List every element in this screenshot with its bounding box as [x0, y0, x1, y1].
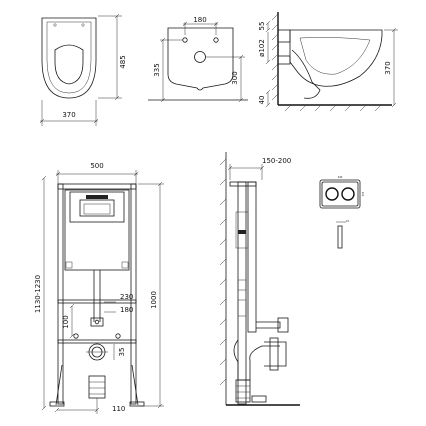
button-width-label: 240: [338, 176, 343, 179]
frame-height-range-label: 1130-1230: [34, 275, 42, 313]
drain-offset-label: 35: [118, 348, 126, 357]
frame-width-label: 500: [90, 162, 103, 170]
drain-pitch-label: 230: [120, 293, 133, 301]
button-height-label: 155: [362, 191, 365, 196]
button-depth-label: 15: [346, 220, 350, 223]
bolt-height-label: 335: [153, 63, 161, 76]
foot-offset-label: 110: [112, 405, 125, 413]
outlet-height-dim-label: 100: [62, 315, 70, 328]
bowl-width-label: 370: [62, 111, 75, 119]
hole-spacing-label: 180: [193, 16, 206, 24]
floor-gap-label: 40: [258, 96, 266, 105]
frame-front-view: 500: [34, 162, 164, 414]
frame-side-view: 150-200: [219, 152, 300, 406]
frame-height-label: 1000: [150, 291, 158, 309]
top-offset-label: 55: [258, 22, 266, 31]
flush-button-view: 240 155 15: [319, 176, 365, 249]
inlet-diameter-label: ø102: [258, 39, 266, 57]
bowl-back-view: 180 335 300: [148, 16, 248, 103]
bowl-side-view: 55 ø102 40 370: [258, 12, 398, 112]
bowl-depth-label: 485: [119, 55, 127, 68]
outlet-height-label: 300: [231, 71, 239, 84]
bowl-height-label: 370: [384, 61, 392, 74]
bowl-top-view: 485 370: [39, 13, 127, 126]
outlet-spacing-label: 180: [120, 306, 133, 314]
wall-depth-label: 150-200: [262, 157, 291, 165]
